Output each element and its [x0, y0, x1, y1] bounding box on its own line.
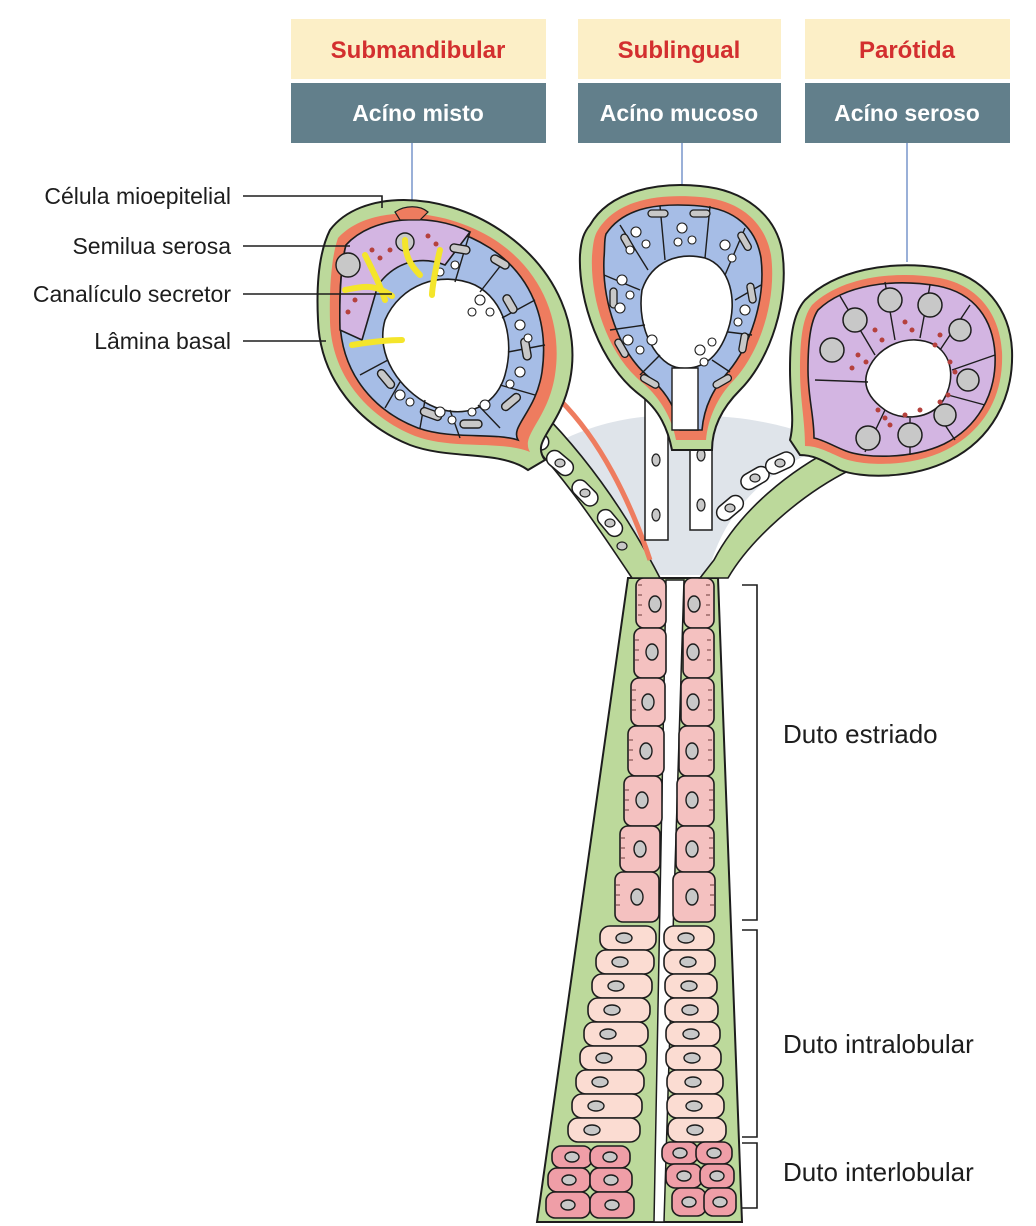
mixed-acinus: [316, 199, 574, 472]
acinus-name-mucous: Acíno mucoso: [600, 100, 758, 126]
duct-lumen: [653, 579, 685, 1223]
acinus-name-mixed: Acíno misto: [352, 100, 484, 126]
duct-labels: Duto estriado Duto intralobular Duto int…: [742, 584, 974, 1209]
gland-name-submandibular: Submandibular: [331, 37, 506, 64]
label-interlobular-duct: Duto interlobular: [783, 1157, 974, 1187]
structure-labels: Célula mioepitelial Semilua serosa Canal…: [33, 183, 392, 354]
acinus-name-serous: Acíno seroso: [834, 100, 980, 126]
label-serous-demilune: Semilua serosa: [72, 233, 231, 259]
label-secretory-canaliculus: Canalículo secretor: [33, 281, 231, 307]
central-lumen: [545, 416, 830, 575]
bracket-intralobular-duct: [742, 929, 758, 1138]
pointer-myoepithelial: [243, 195, 383, 208]
acinus-header-bg: [578, 83, 781, 143]
acinus-header-bg: [291, 83, 546, 143]
bracket-striated-duct: [742, 584, 758, 921]
striated-nuclei: [630, 595, 701, 906]
gland-header-parotid: Parótida Acíno seroso: [805, 19, 1010, 262]
striated-duct-cells: [614, 577, 716, 923]
intralobular-duct-cells: [567, 925, 727, 1143]
gland-header-sublingual: Sublingual Acíno mucoso: [578, 19, 781, 188]
label-intralobular-duct: Duto intralobular: [783, 1029, 974, 1059]
gland-header-bg: [578, 19, 781, 79]
mucous-acinus: [578, 184, 785, 451]
gland-name-parotid: Parótida: [859, 37, 956, 64]
label-striated-duct: Duto estriado: [783, 719, 938, 749]
label-basal-lamina: Lâmina basal: [94, 328, 231, 354]
basal-striations: [616, 584, 714, 906]
gland-header-submandibular: Submandibular Acíno misto: [291, 19, 546, 200]
gland-header-bg: [291, 19, 546, 79]
label-myoepithelial-cell: Célula mioepitelial: [44, 183, 231, 209]
gland-header-bg: [805, 19, 1010, 79]
intercalated-ducts: [518, 398, 852, 579]
interlobular-duct-cells: [545, 1141, 737, 1219]
acinus-header-bg: [805, 83, 1010, 143]
striated-left-wall: [614, 577, 667, 923]
serous-acinus: [788, 264, 1014, 477]
gland-name-sublingual: Sublingual: [618, 37, 741, 64]
bracket-interlobular-duct: [742, 1142, 758, 1209]
